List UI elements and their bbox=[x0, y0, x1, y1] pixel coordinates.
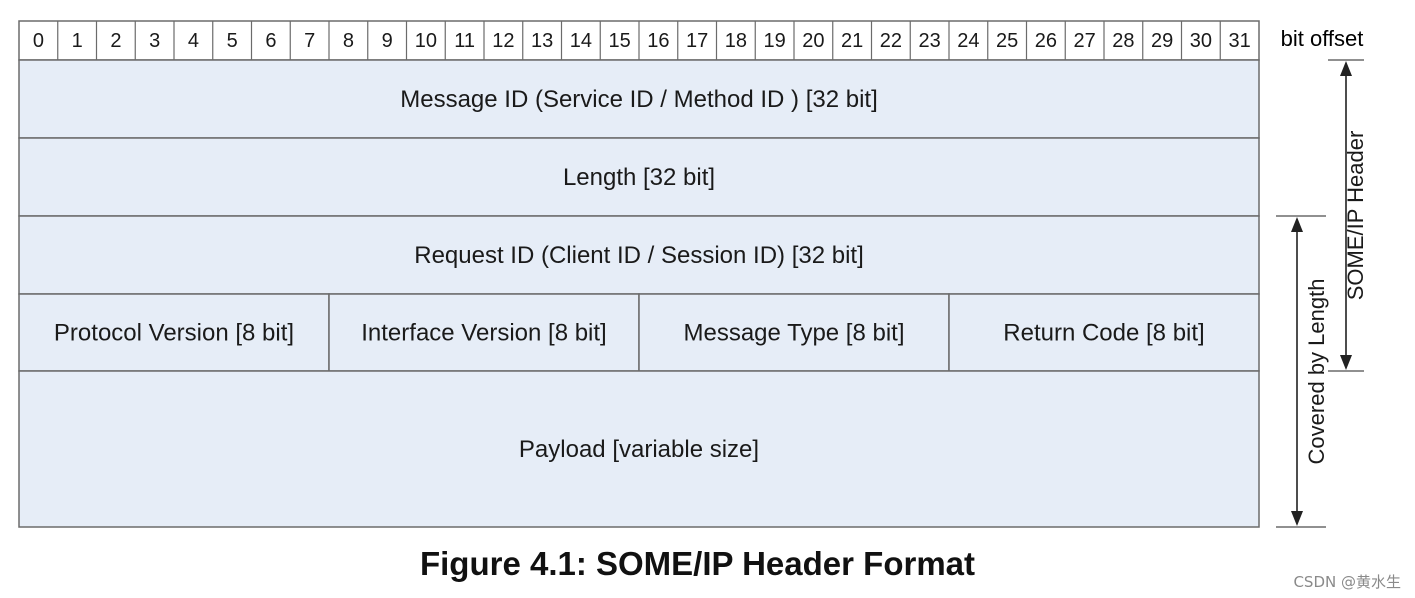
bit-number-20: 20 bbox=[802, 30, 824, 52]
field-interface-version-label: Interface Version [8 bit] bbox=[361, 320, 606, 347]
bit-number-19: 19 bbox=[764, 30, 786, 52]
field-protocol-version-label: Protocol Version [8 bit] bbox=[54, 320, 294, 347]
bit-number-29: 29 bbox=[1151, 30, 1173, 52]
bit-number-24: 24 bbox=[957, 30, 979, 52]
header-bracket-label: SOME/IP Header bbox=[1343, 131, 1368, 301]
length-bracket-arrow-down bbox=[1291, 511, 1303, 526]
bit-number-14: 14 bbox=[570, 30, 592, 52]
bit-number-5: 5 bbox=[227, 30, 238, 52]
field-payload-label: Payload [variable size] bbox=[519, 436, 759, 463]
bit-number-0: 0 bbox=[33, 30, 44, 52]
bit-number-1: 1 bbox=[72, 30, 83, 52]
bit-number-12: 12 bbox=[492, 30, 514, 52]
bit-number-25: 25 bbox=[996, 30, 1018, 52]
bit-number-22: 22 bbox=[880, 30, 902, 52]
length-bracket-label: Covered by Length bbox=[1304, 279, 1329, 465]
field-message-type-label: Message Type [8 bit] bbox=[683, 320, 904, 347]
bit-number-16: 16 bbox=[647, 30, 669, 52]
bit-number-31: 31 bbox=[1229, 30, 1251, 52]
header-rows: Message ID (Service ID / Method ID ) [32… bbox=[18, 59, 1260, 528]
field-payload-box bbox=[18, 370, 1260, 528]
bit-number-9: 9 bbox=[382, 30, 393, 52]
field-interface-version-box bbox=[328, 293, 640, 372]
bit-number-11: 11 bbox=[454, 30, 475, 52]
bit-number-3: 3 bbox=[149, 30, 160, 52]
field-length-box bbox=[18, 137, 1260, 217]
bit-number-2: 2 bbox=[110, 30, 121, 52]
field-return-code-box bbox=[948, 293, 1260, 372]
bit-number-28: 28 bbox=[1112, 30, 1134, 52]
bit-number-10: 10 bbox=[415, 30, 437, 52]
header-bracket-arrow-up bbox=[1340, 61, 1352, 76]
field-length-label: Length [32 bit] bbox=[563, 164, 715, 191]
bit-number-4: 4 bbox=[188, 30, 199, 52]
field-message-id-service-id-method-id-box bbox=[18, 59, 1260, 139]
bit-number-23: 23 bbox=[919, 30, 941, 52]
bit-number-27: 27 bbox=[1074, 30, 1096, 52]
bit-number-21: 21 bbox=[841, 30, 863, 52]
bit-number-8: 8 bbox=[343, 30, 354, 52]
field-message-id-service-id-method-id-label: Message ID (Service ID / Method ID ) [32… bbox=[400, 86, 878, 113]
watermark: CSDN @黄水生 bbox=[1293, 573, 1401, 591]
bit-number-15: 15 bbox=[609, 30, 631, 52]
bit-number-17: 17 bbox=[686, 30, 708, 52]
field-request-id-client-id-session-id-box bbox=[18, 215, 1260, 295]
bit-number-30: 30 bbox=[1190, 30, 1212, 52]
field-request-id-client-id-session-id-label: Request ID (Client ID / Session ID) [32 … bbox=[414, 242, 864, 269]
header-bracket-arrow-down bbox=[1340, 355, 1352, 370]
length-bracket-arrow-up bbox=[1291, 217, 1303, 232]
field-return-code-label: Return Code [8 bit] bbox=[1003, 320, 1204, 347]
bit-number-6: 6 bbox=[265, 30, 276, 52]
bit-number-18: 18 bbox=[725, 30, 747, 52]
bit-number-13: 13 bbox=[531, 30, 553, 52]
figure-caption: Figure 4.1: SOME/IP Header Format bbox=[419, 545, 976, 582]
bit-offset-label: bit offset bbox=[1281, 26, 1364, 51]
bit-number-7: 7 bbox=[304, 30, 315, 52]
bit-number-26: 26 bbox=[1035, 30, 1057, 52]
